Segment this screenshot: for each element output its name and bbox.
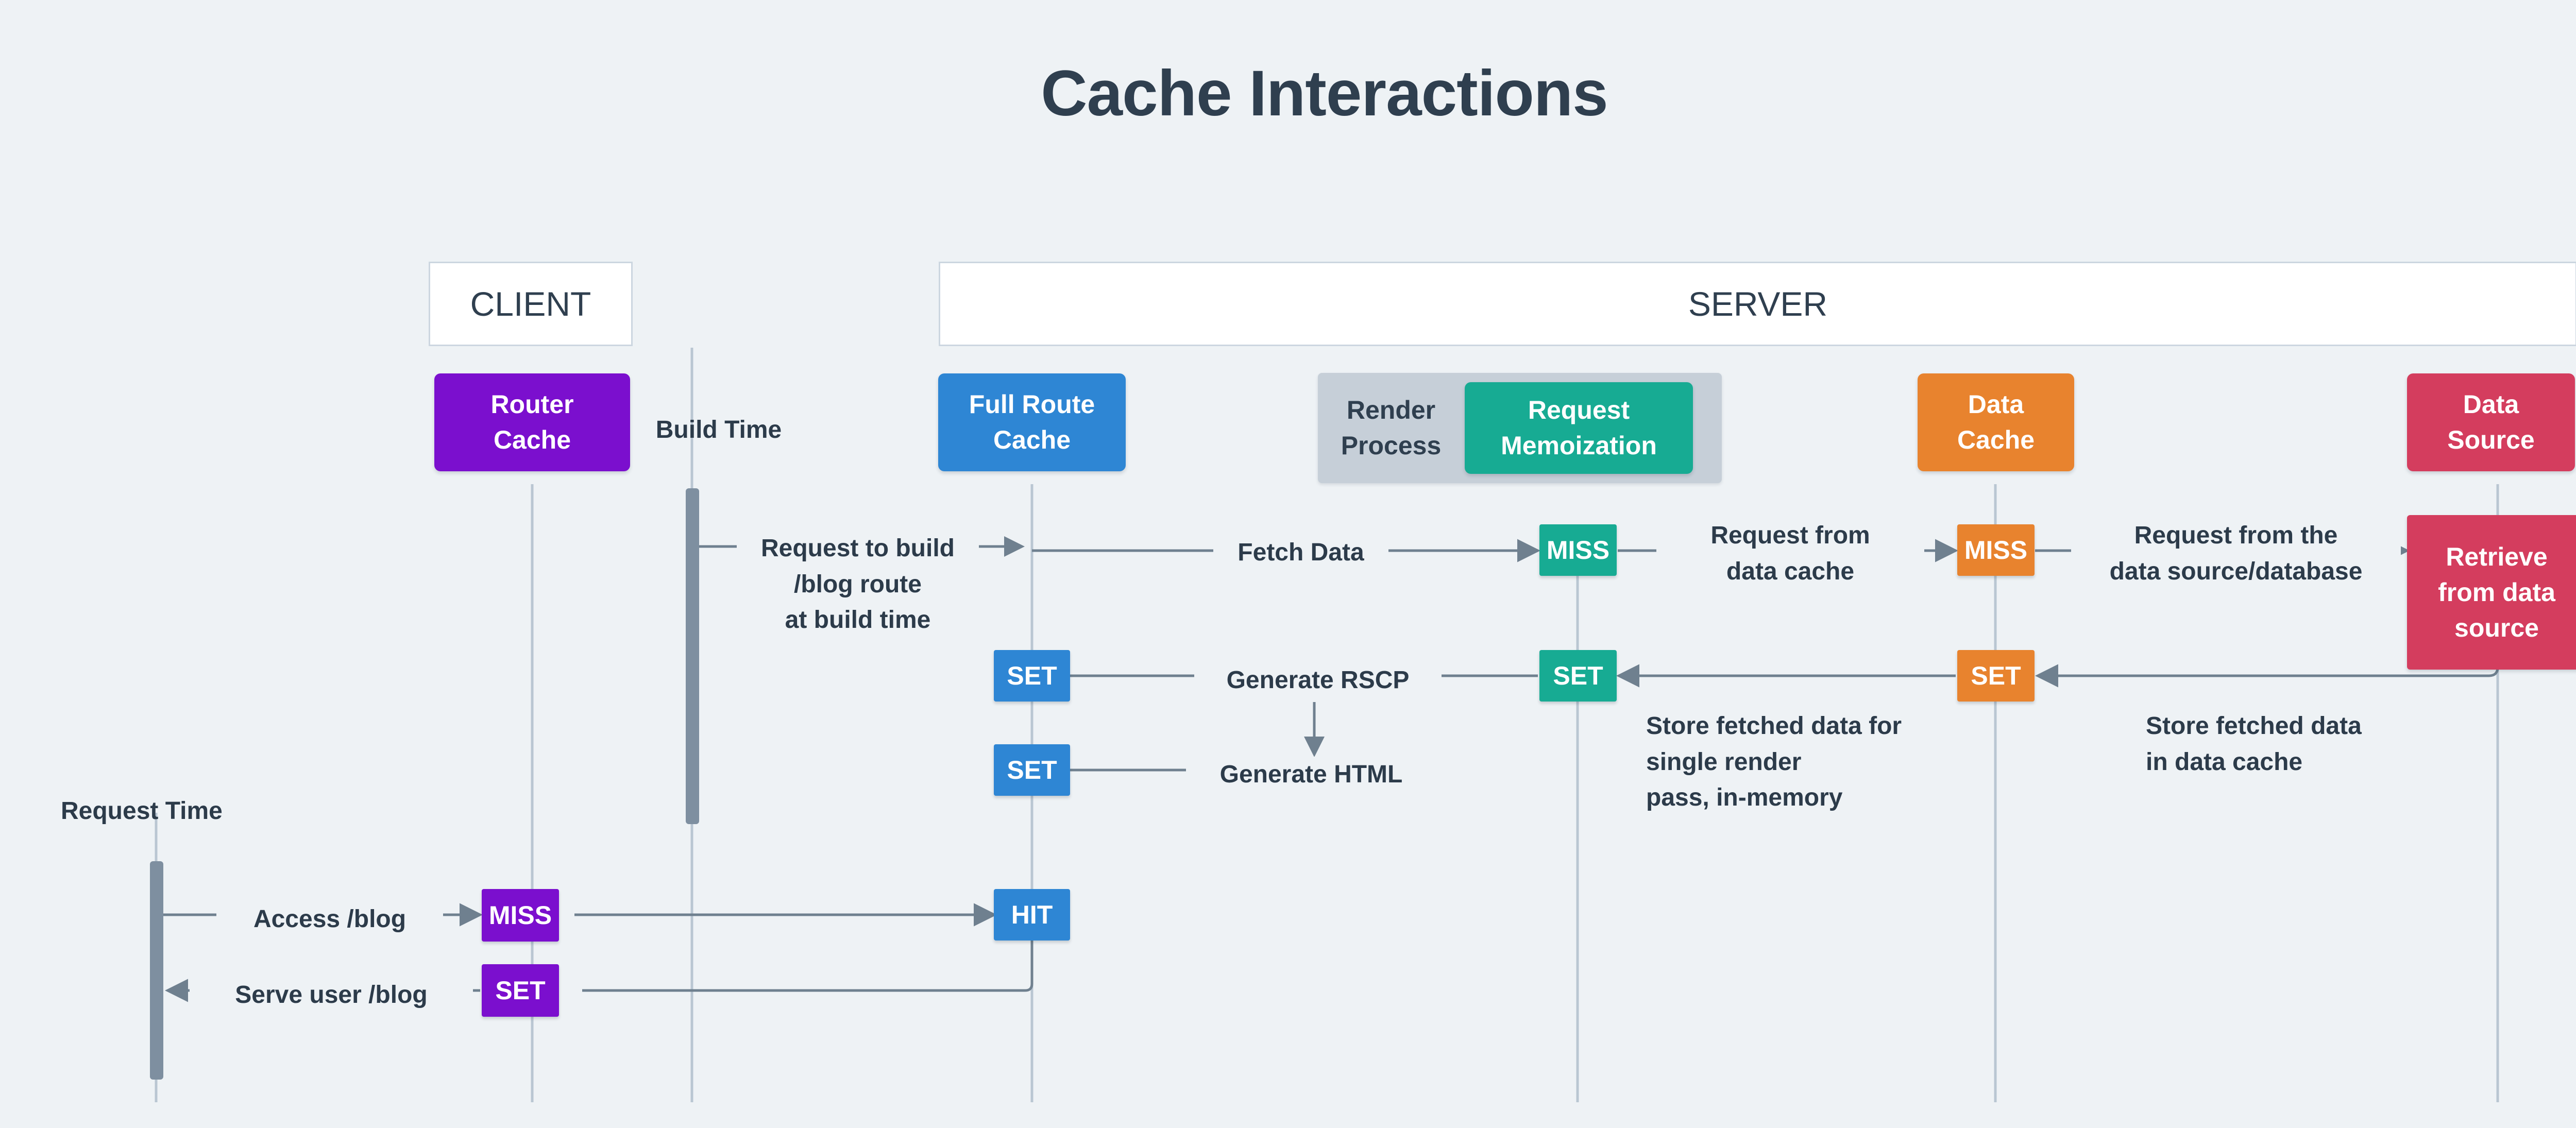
status-badge-router-cache-miss[interactable]: MISS bbox=[482, 889, 559, 942]
zone-server: SERVER bbox=[939, 262, 2576, 346]
participant-data-cache-label: Data Cache bbox=[1957, 390, 2035, 454]
label-build-time: Build Time bbox=[655, 416, 782, 443]
message-access-blog: Access /blog bbox=[216, 901, 443, 937]
status-badge-full-route-hit[interactable]: HIT bbox=[994, 889, 1070, 941]
participant-request-memoization-label: Request Memoization bbox=[1501, 396, 1657, 460]
status-badge-memoization-miss[interactable]: MISS bbox=[1539, 524, 1617, 576]
message-store-fetched-data-in-data-cache: Store fetched data in data cache bbox=[2146, 712, 2362, 776]
label-request-time: Request Time bbox=[61, 797, 223, 825]
status-badge-data-cache-set[interactable]: SET bbox=[1957, 650, 2035, 702]
message-serve-user-blog: Serve user /blog bbox=[190, 977, 473, 1013]
zone-server-label: SERVER bbox=[1688, 285, 1828, 323]
status-badge-full-route-set-html[interactable]: SET bbox=[994, 744, 1070, 796]
message-request-from-data-cache: Request from data cache bbox=[1656, 518, 1924, 590]
arrow-hit-to-router-set bbox=[582, 939, 1033, 992]
participant-render-process-label: Render Process bbox=[1341, 396, 1442, 460]
message-fetch-data: Fetch Data bbox=[1213, 535, 1388, 571]
page-title: Cache Interactions bbox=[1041, 58, 1608, 129]
status-badge-router-cache-set[interactable]: SET bbox=[482, 964, 559, 1017]
node-retrieve-from-data-source-label: Retrieve from data source bbox=[2438, 542, 2555, 642]
node-retrieve-from-data-source[interactable]: Retrieve from data source bbox=[2407, 515, 2576, 670]
activation-bar-build-time bbox=[686, 488, 699, 824]
participant-full-route-cache-label: Full Route Cache bbox=[969, 390, 1095, 454]
activation-bar-request-time bbox=[150, 861, 163, 1080]
zone-client-label: CLIENT bbox=[470, 285, 591, 323]
status-badge-memoization-set[interactable]: SET bbox=[1539, 650, 1617, 702]
participant-full-route-cache[interactable]: Full Route Cache bbox=[938, 373, 1126, 471]
participant-request-memoization[interactable]: Request Memoization bbox=[1465, 382, 1693, 474]
message-store-fetched-data-render-pass: Store fetched data for single render pas… bbox=[1646, 712, 1902, 812]
message-request-from-data-source-database: Request from the data source/database bbox=[2071, 518, 2401, 590]
message-generate-rscp: Generate RSCP bbox=[1194, 662, 1442, 698]
participant-data-cache[interactable]: Data Cache bbox=[1918, 373, 2074, 471]
status-badge-full-route-set-rscp[interactable]: SET bbox=[994, 650, 1070, 702]
participant-data-source-label: Data Source bbox=[2447, 390, 2535, 454]
status-badge-data-cache-miss[interactable]: MISS bbox=[1957, 524, 2035, 576]
message-request-to-build: Request to build /blog route at build ti… bbox=[737, 531, 979, 638]
participant-router-cache[interactable]: Router Cache bbox=[434, 373, 630, 471]
zone-client: CLIENT bbox=[429, 262, 633, 346]
message-generate-html: Generate HTML bbox=[1188, 757, 1435, 793]
participant-data-source[interactable]: Data Source bbox=[2407, 373, 2575, 471]
participant-router-cache-label: Router Cache bbox=[490, 390, 574, 454]
